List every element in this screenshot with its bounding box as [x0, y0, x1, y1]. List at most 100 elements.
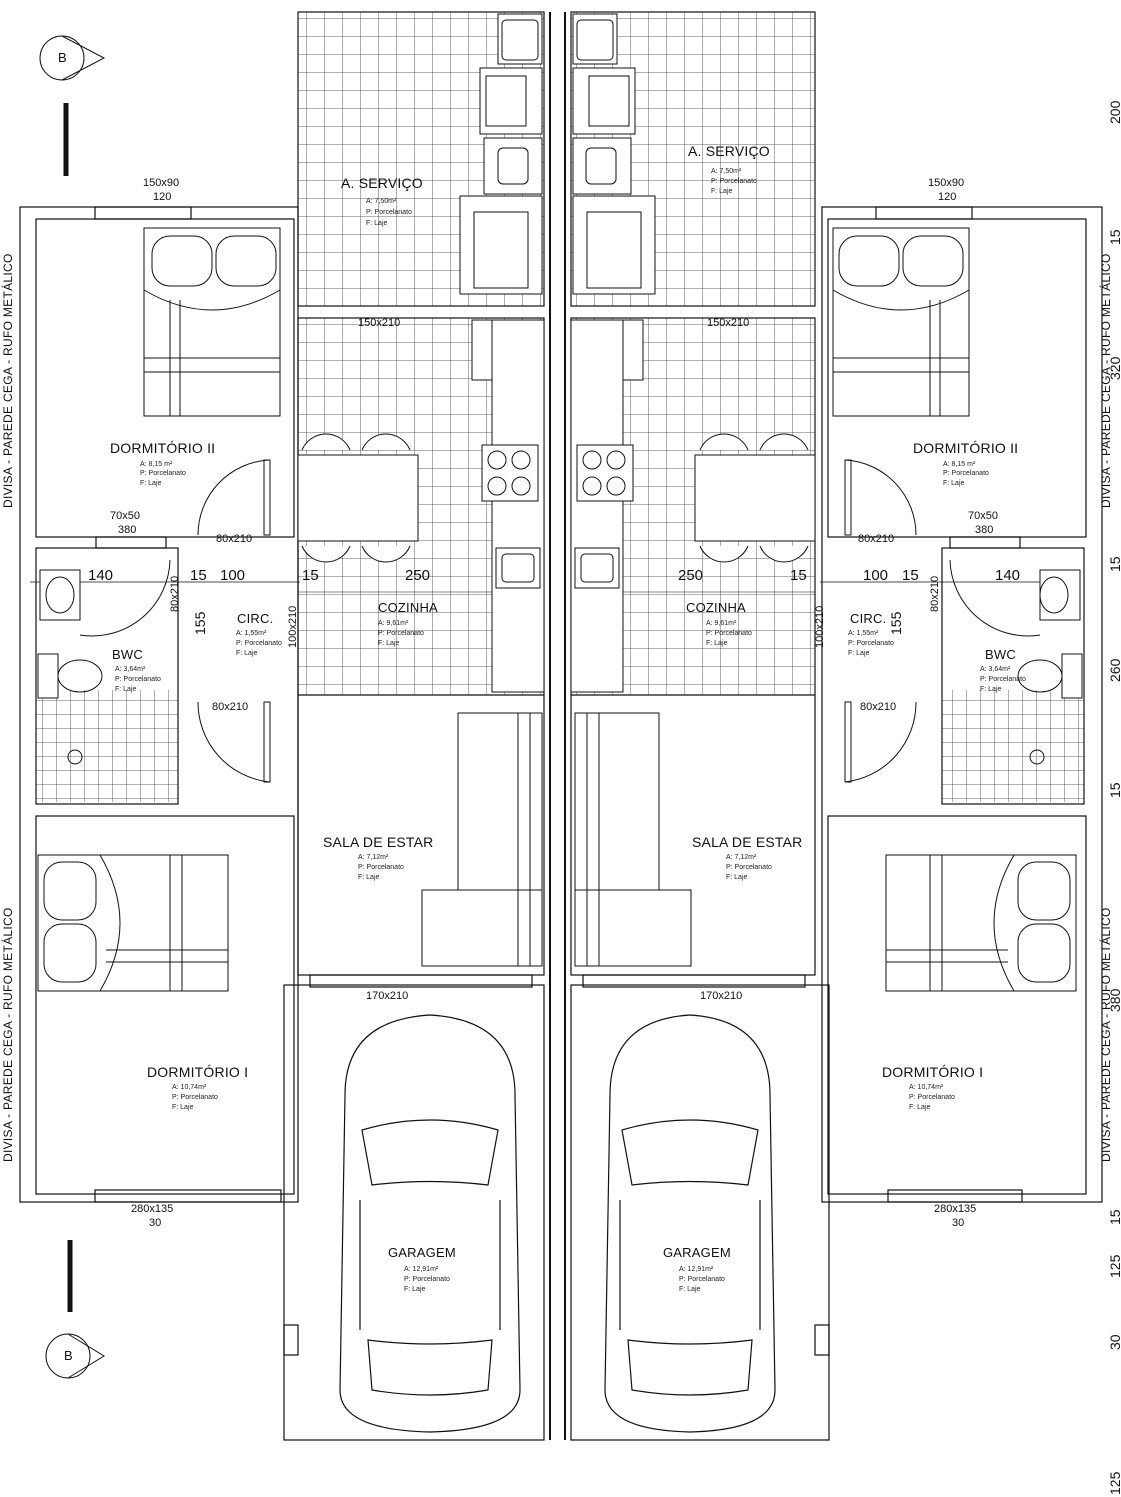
room-label-servico-left: A. SERVIÇO	[341, 175, 423, 191]
room-spec-area: A: 10,74m²	[172, 1084, 207, 1091]
room-spec-floor: P: Porcelanato	[706, 630, 752, 637]
room-spec-area: A: 9,61m²	[378, 620, 409, 627]
car-right	[604, 1014, 776, 1433]
room-label-dorm2-left: DORMITÓRIO II	[110, 440, 216, 456]
dimension-label: 15	[902, 567, 919, 584]
room-label-sala-left: SALA DE ESTAR	[323, 834, 434, 850]
window-sill-label: 30	[149, 1217, 162, 1229]
room-spec-ceiling: F: Laje	[679, 1286, 701, 1293]
right-dimension: 260	[1107, 658, 1121, 682]
room-spec-ceiling: F: Laje	[378, 640, 400, 647]
room-spec-ceiling: F: Laje	[909, 1104, 931, 1111]
room-label-dorm1-right: DORMITÓRIO I	[882, 1064, 984, 1080]
window-label: 150x90	[928, 177, 965, 189]
room-spec-area: A: 7,50m²	[366, 198, 397, 205]
room-spec-floor: P: Porcelanato	[140, 470, 186, 477]
door-label: 100x210	[814, 605, 826, 648]
room-label-garagem-right: GARAGEM	[663, 1245, 731, 1260]
dimension-label: 15	[790, 567, 807, 584]
door-label: 80x210	[858, 533, 895, 545]
room-spec-ceiling: F: Laje	[172, 1104, 194, 1111]
room-label-cozinha-right: COZINHA	[686, 600, 746, 615]
right-dimension: 15	[1107, 556, 1121, 572]
room-label-servico-right: A. SERVIÇO	[688, 143, 770, 159]
room-label-dorm1-left: DORMITÓRIO I	[147, 1064, 249, 1080]
kitchen-fixtures	[297, 13, 816, 693]
window-label: 150x90	[143, 177, 180, 189]
door-label: 150x210	[707, 317, 750, 329]
room-label-bwc-right: BWC	[985, 647, 1016, 662]
right-dimension: 125	[1107, 1471, 1121, 1495]
room-label-bwc-left: BWC	[112, 647, 143, 662]
door-label: 100x210	[287, 605, 299, 648]
section-marker-label-bottom: B	[64, 1348, 73, 1363]
door-label: 80x210	[860, 701, 897, 713]
room-label-dorm2-right: DORMITÓRIO II	[913, 440, 1019, 456]
dimension-label: 100	[863, 567, 889, 584]
room-spec-ceiling: F: Laje	[404, 1286, 426, 1293]
room-spec-ceiling: F: Laje	[115, 686, 137, 693]
room-spec-floor: P: Porcelanato	[404, 1276, 450, 1283]
room-label-circ-right: CIRC.	[850, 611, 887, 626]
room-spec-ceiling: F: Laje	[943, 480, 965, 487]
right-dimension: 125	[1107, 1254, 1121, 1278]
window-sill-label: 120	[153, 191, 172, 203]
door-label: 80x210	[169, 575, 181, 612]
section-marker-top	[39, 35, 106, 176]
room-spec-floor: P: Porcelanato	[358, 864, 404, 871]
room-spec-area: A: 8,15 m²	[140, 461, 173, 468]
window-label: 70x50	[110, 510, 140, 522]
room-spec-floor: P: Porcelanato	[172, 1094, 218, 1101]
divisa-label: DIVISA - PAREDE CEGA - RUFO METÁLICO	[1099, 907, 1113, 1162]
room-spec-ceiling: F: Laje	[366, 220, 388, 227]
right-dimension: 380	[1107, 988, 1121, 1012]
divisa-label: DIVISA - PAREDE CEGA - RUFO METÁLICO	[1, 253, 15, 508]
room-spec-ceiling: F: Laje	[236, 650, 258, 657]
room-spec-area: A: 3,64m²	[115, 666, 146, 673]
window-sill-label: 380	[118, 524, 137, 536]
door-label: 80x210	[212, 701, 249, 713]
room-spec-floor: P: Porcelanato	[711, 178, 757, 185]
window-label: 70x50	[968, 510, 998, 522]
room-spec-area: A: 7,50m²	[711, 168, 742, 175]
room-spec-floor: P: Porcelanato	[943, 470, 989, 477]
car-left	[339, 1014, 521, 1433]
room-spec-ceiling: F: Laje	[726, 874, 748, 881]
dimension-label: 250	[405, 567, 431, 584]
room-spec-area: A: 12,91m²	[679, 1266, 714, 1273]
room-spec-floor: P: Porcelanato	[366, 209, 412, 216]
section-marker-label-top: B	[58, 50, 67, 65]
dimension-label: 155	[192, 611, 208, 635]
divisa-label: DIVISA - PAREDE CEGA - RUFO METÁLICO	[1, 907, 15, 1162]
right-dimension: 15	[1107, 782, 1121, 798]
room-spec-floor: P: Porcelanato	[909, 1094, 955, 1101]
dimension-label: 250	[678, 567, 704, 584]
room-label-sala-right: SALA DE ESTAR	[692, 834, 803, 850]
right-dimension: 200	[1107, 100, 1121, 124]
door-label: 80x210	[929, 575, 941, 612]
room-spec-floor: P: Porcelanato	[848, 640, 894, 647]
bathroom-fixtures	[37, 569, 1083, 765]
door-label: 150x210	[358, 317, 401, 329]
room-spec-area: A: 7,12m²	[358, 854, 389, 861]
room-spec-floor: P: Porcelanato	[980, 676, 1026, 683]
walls	[19, 11, 1103, 1441]
room-spec-area: A: 3,64m²	[980, 666, 1011, 673]
right-dimension: 15	[1107, 1209, 1121, 1225]
room-spec-ceiling: F: Laje	[711, 188, 733, 195]
divisa-label: DIVISA - PAREDE CEGA - RUFO METÁLICO	[1099, 253, 1113, 508]
door-label: 80x210	[216, 533, 253, 545]
dimension-label: 155	[888, 611, 904, 635]
beds	[37, 227, 1077, 992]
room-spec-floor: P: Porcelanato	[115, 676, 161, 683]
room-spec-ceiling: F: Laje	[706, 640, 728, 647]
room-spec-floor: P: Porcelanato	[378, 630, 424, 637]
window-label: 280x135	[934, 1203, 977, 1215]
room-spec-area: A: 1,55m²	[848, 630, 879, 637]
right-dimension: 30	[1107, 1334, 1121, 1350]
room-spec-ceiling: F: Laje	[358, 874, 380, 881]
room-spec-area: A: 1,55m²	[236, 630, 267, 637]
dimension-label: 140	[995, 567, 1021, 584]
sofas	[421, 712, 692, 967]
